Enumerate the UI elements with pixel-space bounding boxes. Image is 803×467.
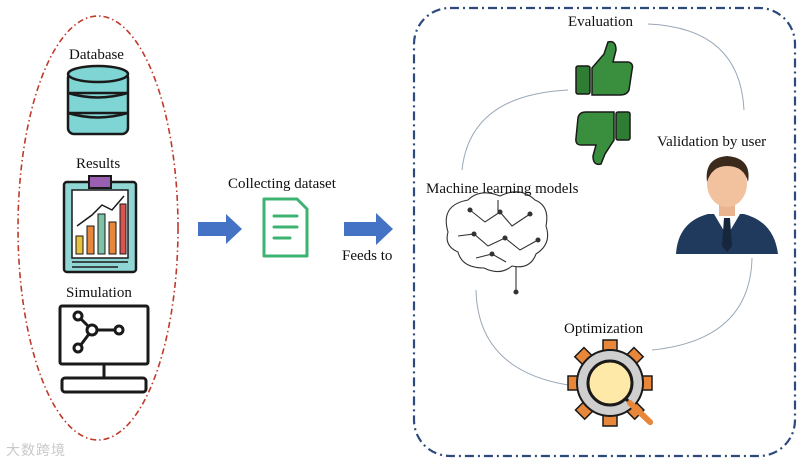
results-clipboard-icon [62,175,138,274]
results-label: Results [76,156,121,172]
evaluation-label: Evaluation [568,14,633,30]
sources-ellipse [17,15,179,441]
database-label: Database [69,47,124,63]
collecting-dataset-label: Collecting dataset [228,176,336,192]
feeds-to-label: Feeds to [342,248,393,264]
cycle-box [412,6,797,458]
thumbs-down-icon [575,111,631,166]
thumbs-up-icon [575,40,634,96]
arrow-to-dataset [198,214,242,244]
user-avatar-icon [676,156,778,254]
brain-circuit-icon [445,191,549,295]
watermark: 大数跨境 [6,443,66,459]
database-icon [66,64,130,136]
simulation-label: Simulation [66,285,132,301]
gear-magnifier-icon [567,339,654,427]
simulation-monitor-icon [58,304,150,394]
optimization-label: Optimization [564,321,644,337]
cycle-connectors [461,23,753,386]
arrow-feeds-to [344,213,393,245]
validation-label: Validation by user [657,134,767,150]
ml-models-label: Machine learning models [426,181,579,197]
document-icon [262,197,309,258]
